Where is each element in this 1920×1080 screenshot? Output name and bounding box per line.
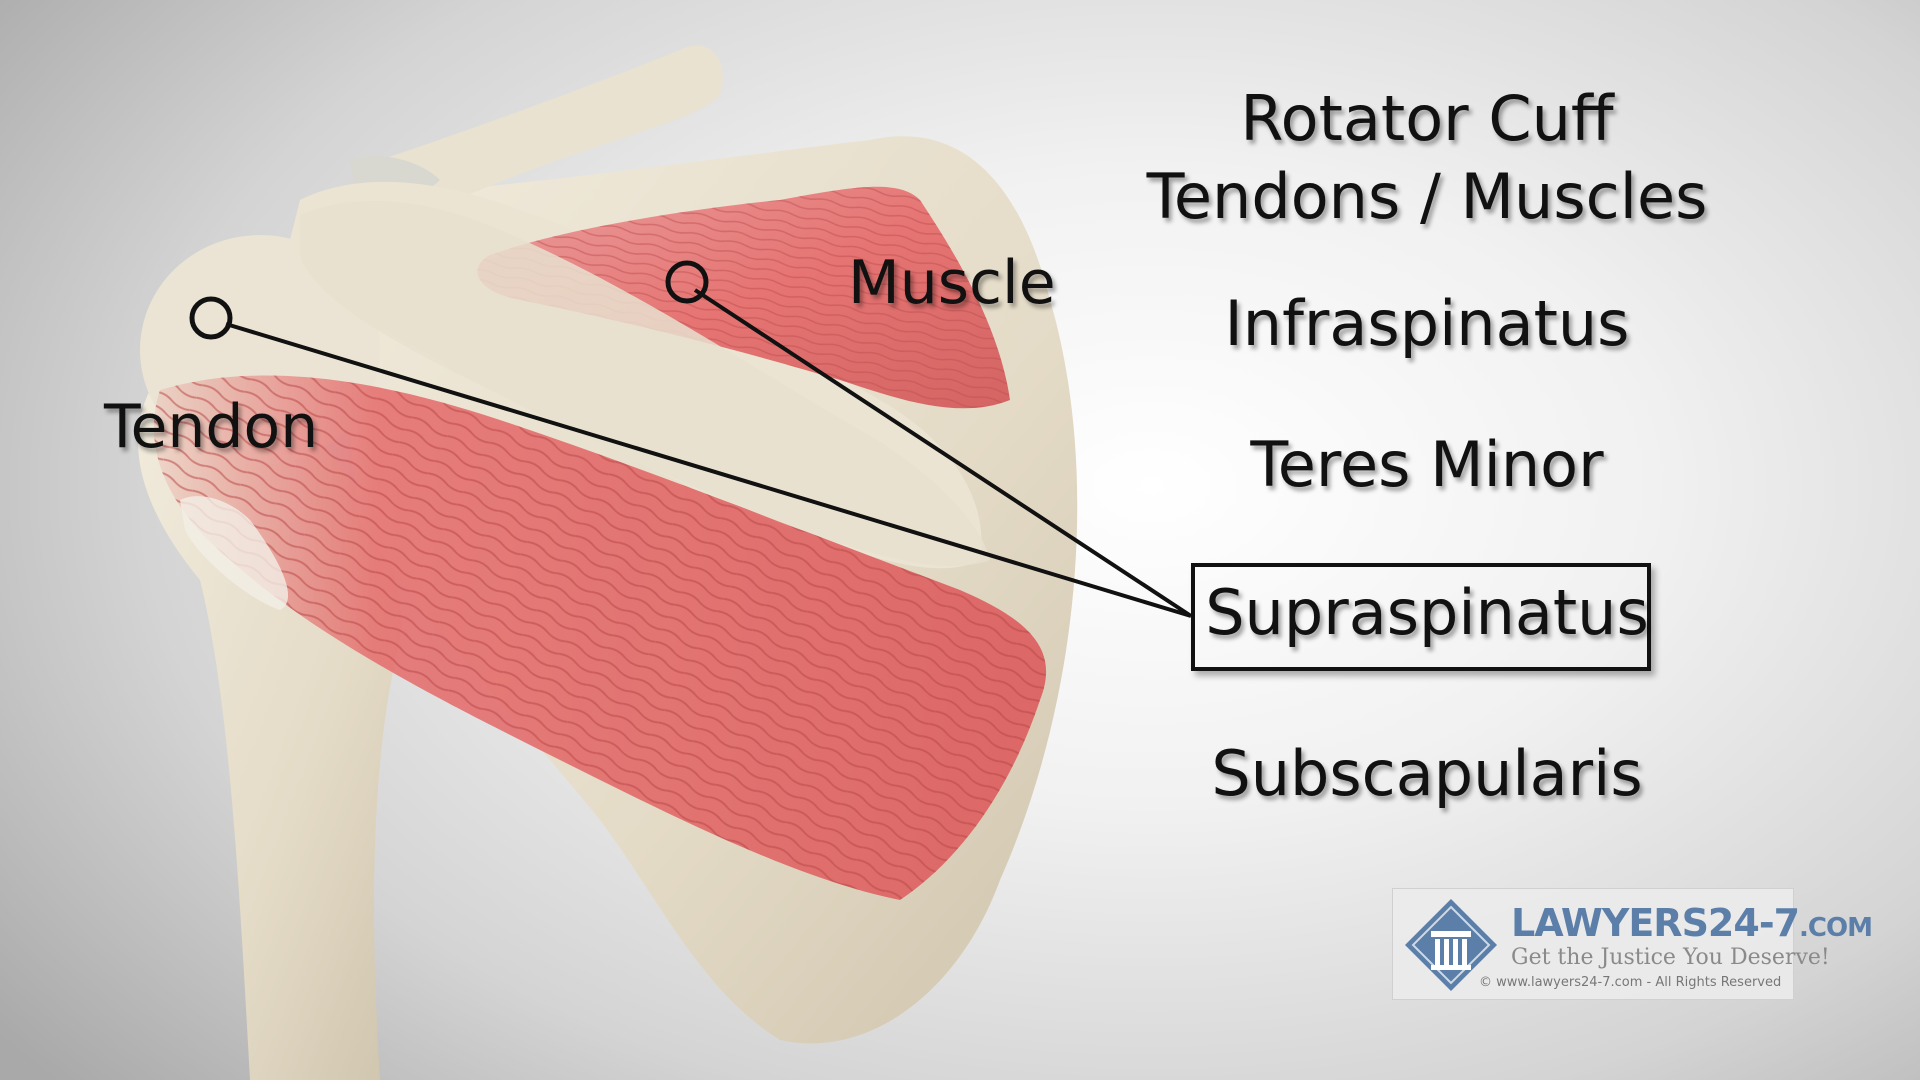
pillar-emblem-icon bbox=[1405, 899, 1497, 991]
logo-tagline: Get the Justice You Deserve! bbox=[1511, 945, 1830, 970]
muscle-callout-marker bbox=[665, 260, 709, 304]
scapular-spine bbox=[300, 200, 990, 567]
logo-brand-name: LAWYERS24-7 bbox=[1511, 901, 1800, 945]
tendon-callout-label: Tendon bbox=[104, 392, 319, 462]
selected-muscle-box bbox=[1191, 563, 1651, 671]
title-line-2: Tendons / Muscles bbox=[1146, 160, 1708, 233]
clavicle-bone bbox=[380, 45, 723, 201]
callout-lines bbox=[225, 288, 1193, 618]
supraspinatus-muscle bbox=[477, 186, 1010, 409]
muscle-label-subscapularis: Subscapularis bbox=[1211, 737, 1643, 810]
title-line-1: Rotator Cuff bbox=[1240, 82, 1614, 155]
muscle-pointer-line bbox=[693, 288, 1193, 618]
muscle-callout-label: Muscle bbox=[848, 248, 1056, 318]
infraspinatus-muscle bbox=[153, 375, 1047, 900]
muscle-label-teres-minor: Teres Minor bbox=[1250, 428, 1604, 501]
logo-brand-text: LAWYERS24-7.COM bbox=[1511, 901, 1873, 945]
logo-copyright: © www.lawyers24-7.com - All Rights Reser… bbox=[1479, 975, 1782, 990]
tendon-callout-marker bbox=[189, 296, 233, 340]
tendon-pointer-line bbox=[225, 322, 1192, 618]
muscle-label-infraspinatus: Infraspinatus bbox=[1224, 287, 1630, 360]
greater-tubercle bbox=[180, 496, 289, 610]
muscle-label-supraspinatus: Supraspinatus bbox=[1205, 576, 1649, 649]
lawyers247-watermark-logo: LAWYERS24-7.COM Get the Justice You Dese… bbox=[1392, 888, 1873, 1000]
logo-brand-suffix: .COM bbox=[1799, 913, 1873, 943]
